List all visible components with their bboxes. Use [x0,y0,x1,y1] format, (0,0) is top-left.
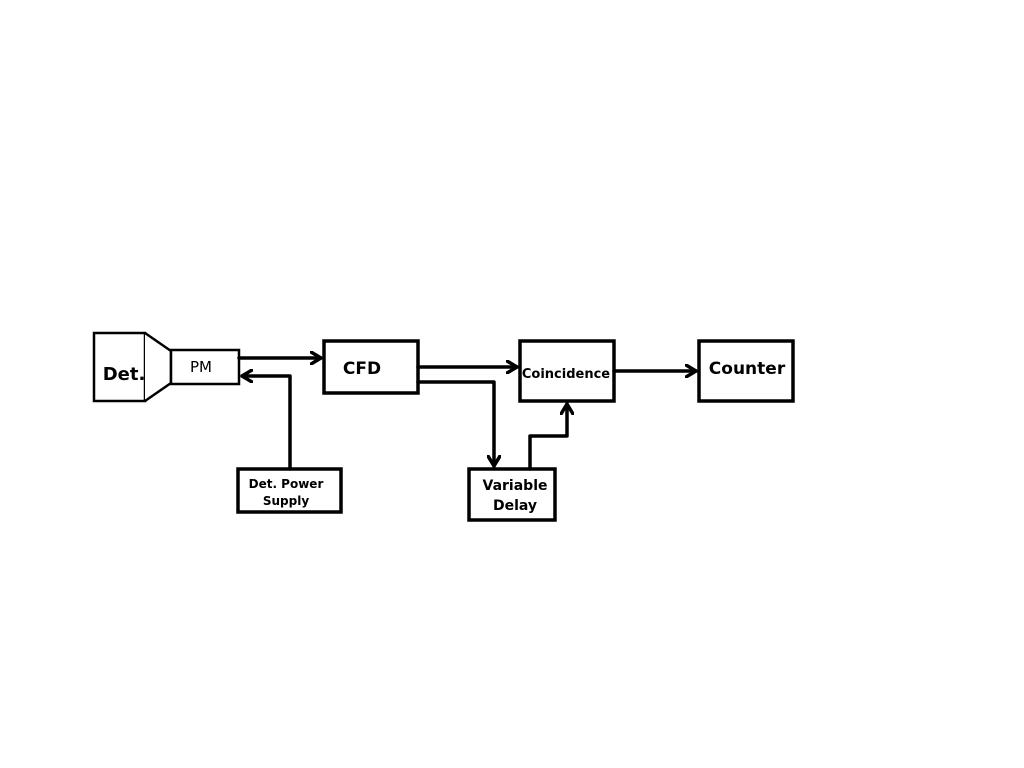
power-supply-box [236,467,343,514]
variable-delay-label-line2: Delay [493,498,537,514]
variable-delay-block: Variable Delay [467,467,557,522]
pm-box [169,348,241,386]
cfd-box [322,339,420,395]
arrow-variable-delay-to-coincidence [528,402,567,471]
pm-block: PM [169,348,241,386]
coincidence-block: Coincidence [518,339,616,403]
power-supply-label-line2: Supply [263,494,309,508]
counter-block: Counter [697,339,795,403]
light-guide-taper [144,331,173,403]
detector-label: Det. [103,364,146,385]
detector-block: Det. [92,331,147,403]
variable-delay-box [467,467,557,522]
arrow-cfd-to-variable-delay [416,380,494,468]
cfd-block: CFD [322,339,420,395]
arrow-power-supply-to-pm [240,376,292,471]
power-supply-block: Det. Power Supply [236,467,343,514]
counter-label: Counter [709,359,786,379]
coincidence-label: Coincidence [522,367,610,382]
variable-delay-label-line1: Variable [483,478,548,494]
detector-box [92,331,147,403]
power-supply-label-line1: Det. Power [249,477,324,491]
counter-box [697,339,795,403]
cfd-label: CFD [343,359,381,379]
pm-label: PM [190,358,212,376]
